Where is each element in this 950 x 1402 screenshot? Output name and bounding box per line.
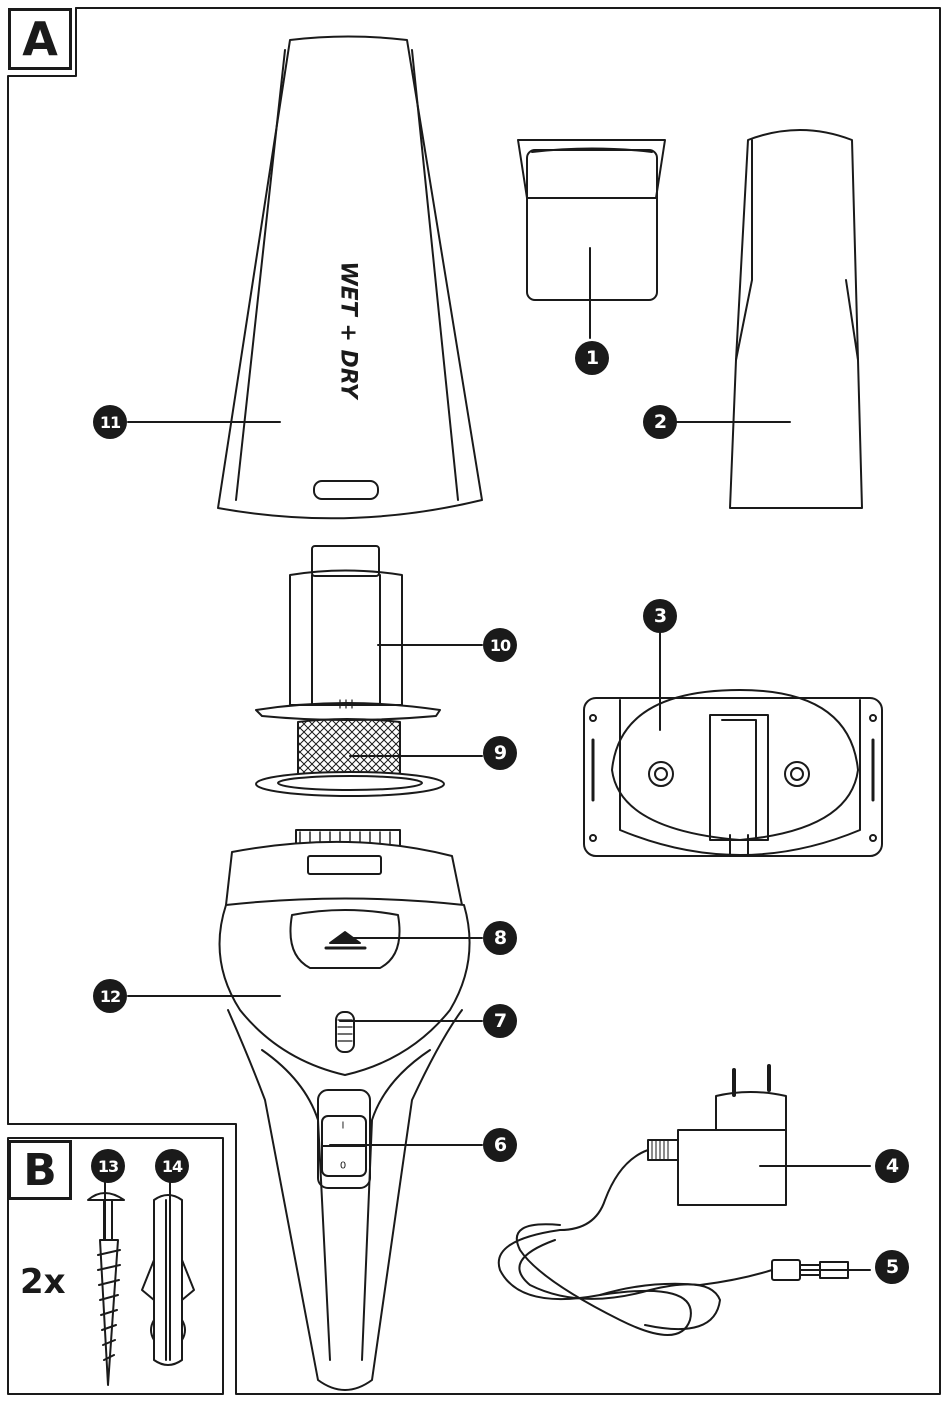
callout-power-adapter: 4 <box>875 1149 909 1183</box>
crevice-nozzle-drawing <box>518 140 665 300</box>
screw-quantity: 2x <box>20 1262 66 1302</box>
extension-nozzle-drawing <box>730 130 862 508</box>
callout-on-off-switch: 6 <box>483 1128 517 1162</box>
callout-fine-filter: 9 <box>483 736 517 770</box>
callout-filter-holder: 10 <box>483 628 517 662</box>
wall-holder-drawing <box>584 690 882 856</box>
power-adapter-drawing <box>499 1066 848 1335</box>
fine-filter-drawing <box>256 719 444 796</box>
callout-charging-plug: 5 <box>875 1250 909 1284</box>
callout-motor-unit: 12 <box>93 979 127 1013</box>
callout-wall-holder: 3 <box>643 599 677 633</box>
callout-dirt-container: 11 <box>93 405 127 439</box>
callout-charge-indicator: 7 <box>483 1004 517 1038</box>
callout-screw: 13 <box>91 1149 125 1183</box>
switch-off-mark: 0 <box>340 1161 346 1172</box>
panel-a-label: A <box>8 8 72 70</box>
switch-on-mark: I <box>342 1121 345 1132</box>
callout-wall-plug: 14 <box>155 1149 189 1183</box>
callout-crevice-nozzle: 1 <box>575 341 609 375</box>
panel-frames <box>8 8 940 1394</box>
filter-holder-drawing <box>256 546 440 720</box>
panel-b-label: B <box>8 1140 72 1200</box>
callout-extension-nozzle: 2 <box>643 405 677 439</box>
callout-release-button: 8 <box>483 921 517 955</box>
motor-unit-drawing <box>220 830 470 1390</box>
product-print: WET + DRY <box>336 261 361 398</box>
wall-plug-drawing <box>142 1195 194 1365</box>
